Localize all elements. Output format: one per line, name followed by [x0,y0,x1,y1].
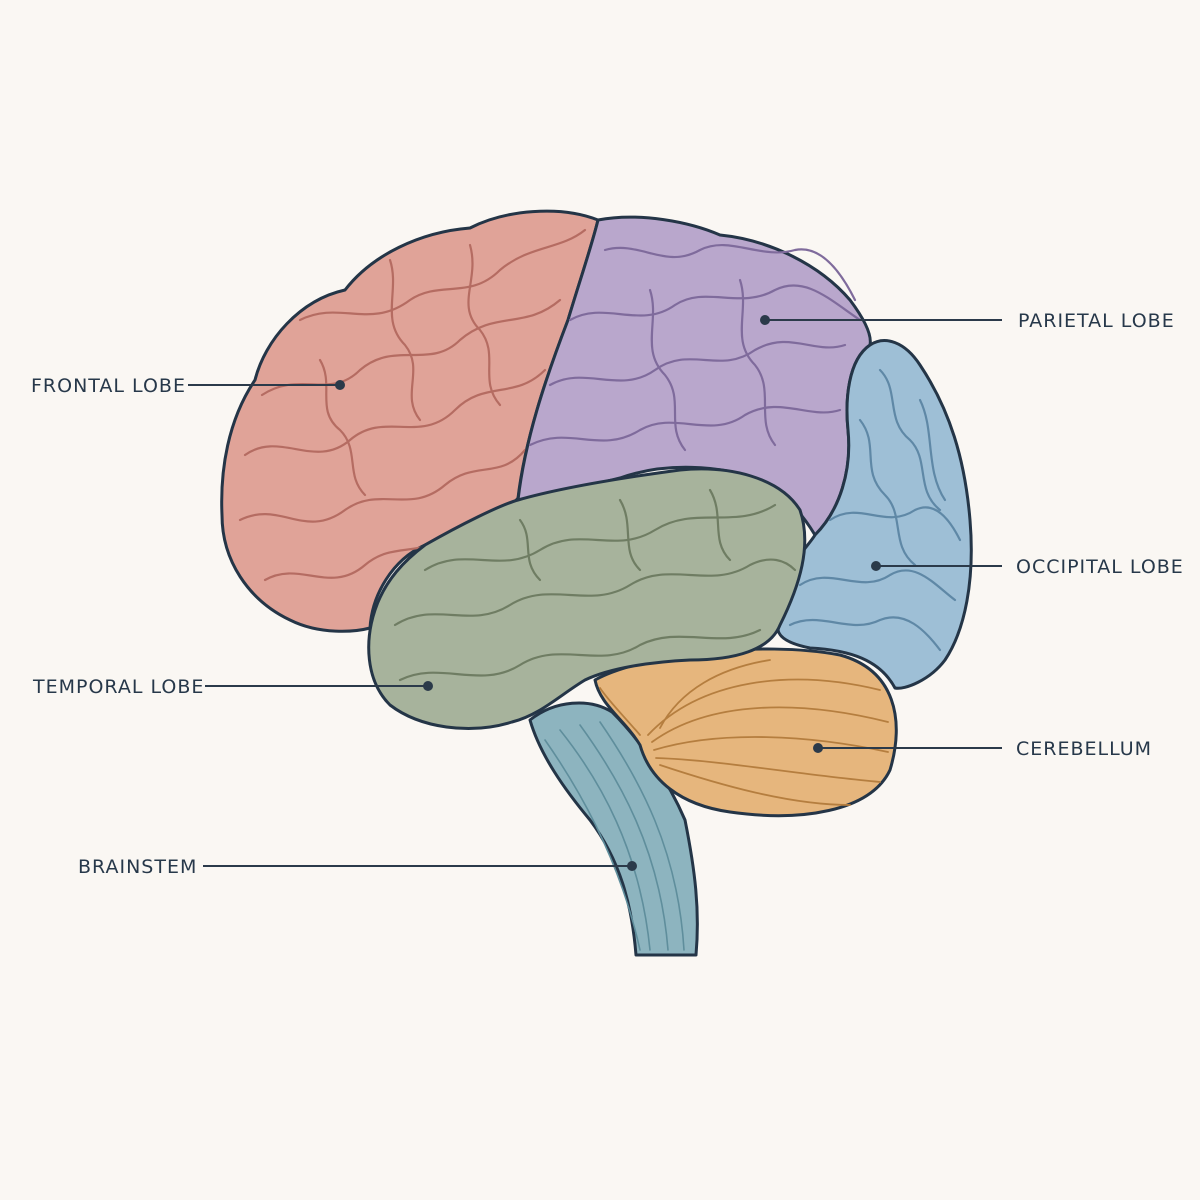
parietal-lobe-label: PARIETAL LOBE [1018,310,1175,332]
brainstem-leader-dot [627,861,637,871]
leader-lines [188,315,1002,871]
cerebellum-leader-dot [813,743,823,753]
occipital-leader-dot [871,561,881,571]
temporal-lobe-label: TEMPORAL LOBE [32,676,204,698]
occipital-lobe-label: OCCIPITAL LOBE [1016,556,1184,578]
parietal-leader-dot [760,315,770,325]
cerebellum-label: CEREBELLUM [1016,738,1152,760]
parietal-lobe-region [516,215,872,537]
temporal-leader-dot [423,681,433,691]
cerebellum-folia [599,659,889,806]
parietal-gyri [528,244,862,452]
cerebellum-region [593,647,898,818]
brainstem-label: BRAINSTEM [78,856,197,878]
frontal-lobe-label: FRONTAL LOBE [31,375,186,397]
occipital-gyri [788,368,962,652]
temporal-lobe-region [367,467,807,730]
frontal-leader-dot [335,380,345,390]
brainstem-fibers [544,721,685,951]
temporal-gyri [393,488,797,682]
